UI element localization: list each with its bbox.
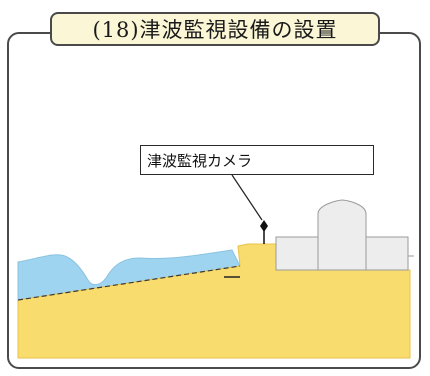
building-right: [365, 236, 409, 271]
slope-line: [17, 265, 241, 301]
reactor-dome-building: [317, 199, 367, 271]
title-banner: (18)津波監視設備の設置: [50, 12, 380, 46]
callout-label: 津波監視カメラ: [147, 151, 253, 170]
camera-callout: 津波監視カメラ: [140, 145, 374, 175]
sea-water: [17, 249, 241, 301]
building-left: [275, 236, 319, 271]
camera-icon: [260, 220, 268, 232]
page-title: (18)津波監視設備の設置: [92, 18, 338, 42]
callout-leader: [231, 174, 263, 221]
